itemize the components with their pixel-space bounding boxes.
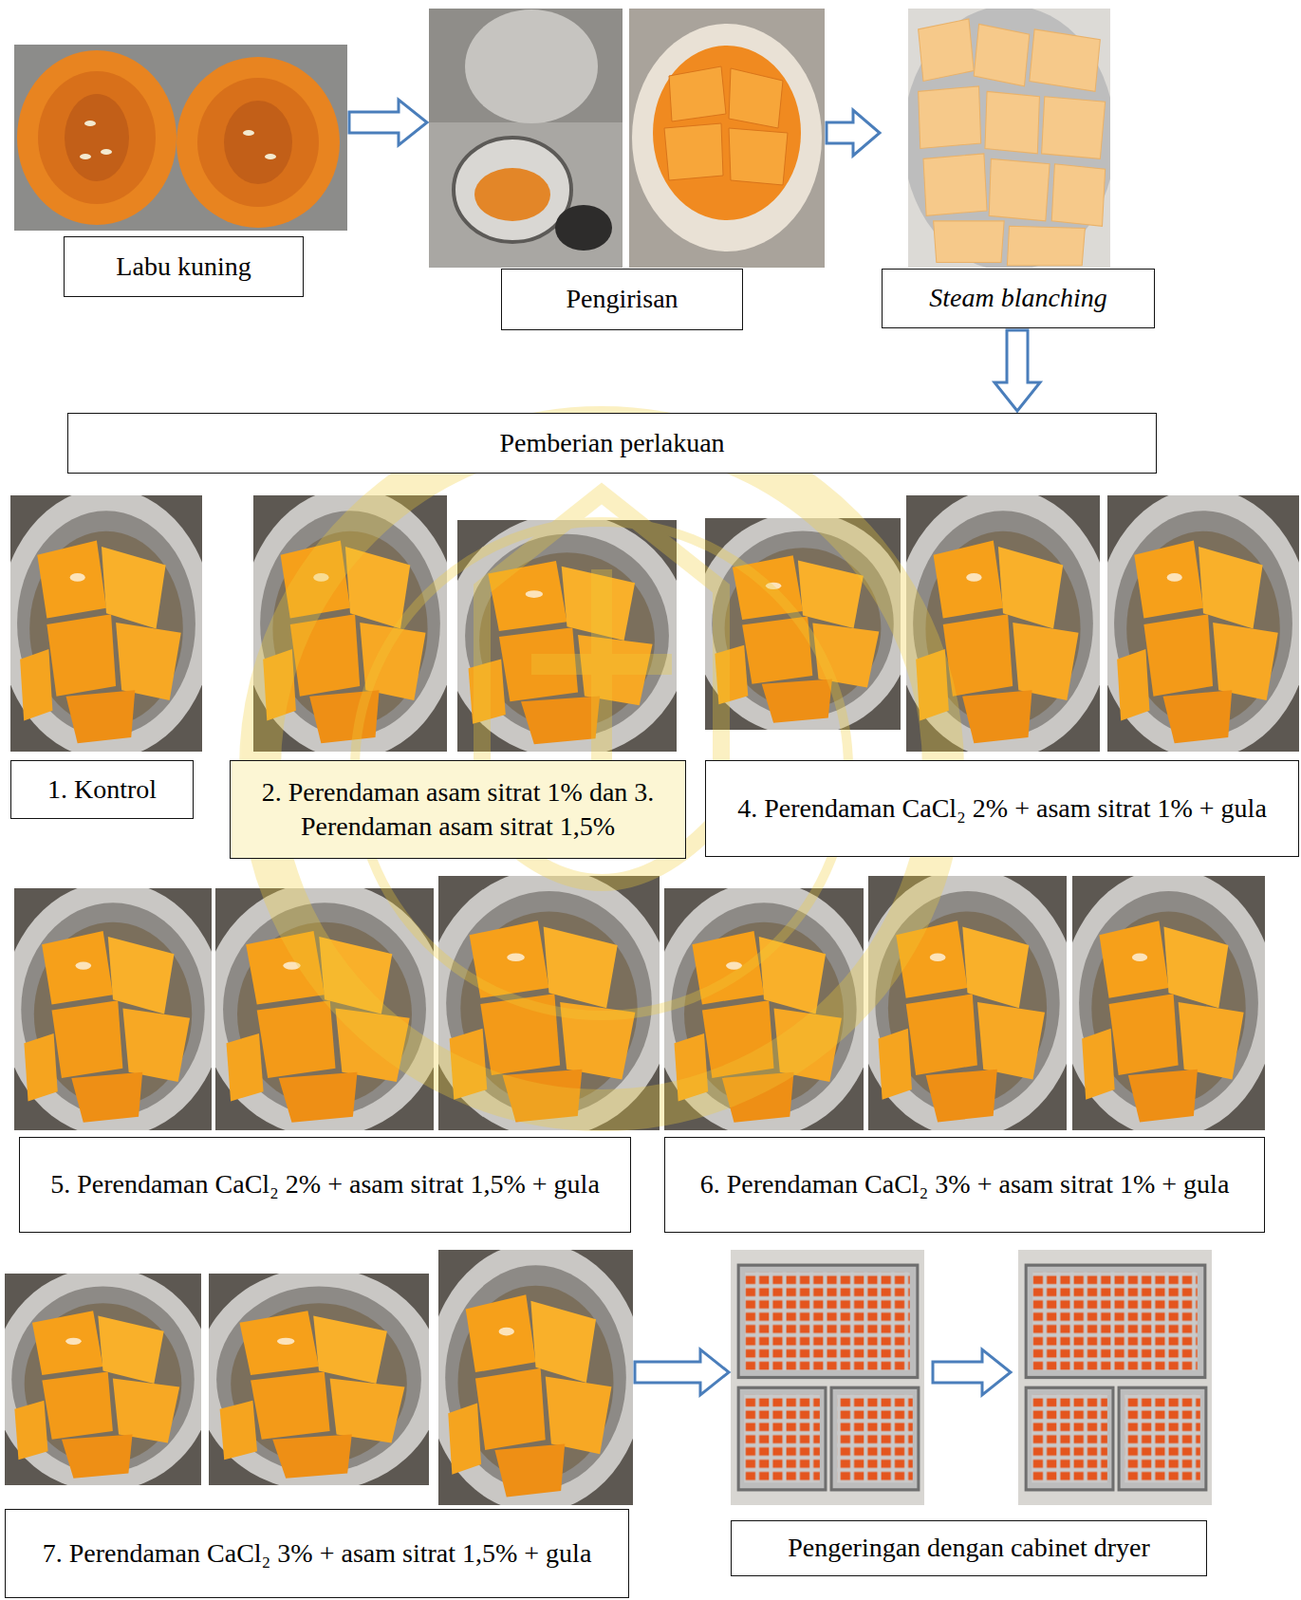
node-text: 5. Perendaman CaCl₂ 2% + asam sitrat 1,5… <box>50 1167 600 1202</box>
process-step: 7. Perendaman CaCl₂ 3% + asam sitrat 1,5… <box>4 1249 633 1599</box>
caption-box: 7. Perendaman CaCl₂ 3% + asam sitrat 1,5… <box>4 1508 630 1599</box>
node-text: Labu kuning <box>115 249 251 284</box>
caption-box: Pengirisan <box>501 268 744 331</box>
pumpkin-photo <box>14 44 348 231</box>
process-step: Pengeringan dengan cabinet dryer <box>730 1249 1212 1577</box>
process-box: 2. Perendaman asam sitrat 1% dan 3. Pere… <box>229 760 687 859</box>
block-arrow <box>994 330 1041 411</box>
node-text: 1. Kontrol <box>47 772 157 807</box>
caption-box: Steam blanching <box>881 268 1155 329</box>
block-arrow <box>349 99 428 146</box>
process-box: 5. Perendaman CaCl₂ 2% + asam sitrat 1,5… <box>18 1136 632 1233</box>
process-box: 6. Perendaman CaCl₂ 3% + asam sitrat 1% … <box>664 1136 1265 1233</box>
node-text: Pemberian perlakuan <box>499 426 725 461</box>
caption-box: Pengeringan dengan cabinet dryer <box>730 1520 1208 1577</box>
node-text: 6. Perendaman CaCl₂ 3% + asam sitrat 1% … <box>700 1167 1230 1202</box>
block-arrow <box>826 110 880 156</box>
caption-box: Labu kuning <box>63 236 304 298</box>
steam-photo <box>903 5 1116 272</box>
sliced-bowl-photo <box>629 8 825 268</box>
block-arrow <box>932 1349 1011 1395</box>
node-text: 7. Perendaman CaCl₂ 3% + asam sitrat 1,5… <box>42 1536 593 1571</box>
node-text: Steam blanching <box>929 280 1107 316</box>
node-text: Pengirisan <box>565 281 678 316</box>
process-step: Labu kuning <box>14 44 348 298</box>
node-text: 4. Perendaman CaCl₂ 2% + asam sitrat 1% … <box>737 791 1267 826</box>
process-box: 4. Perendaman CaCl₂ 2% + asam sitrat 1% … <box>705 760 1300 857</box>
block-arrow <box>634 1349 729 1395</box>
node-text: Pengeringan dengan cabinet dryer <box>787 1530 1151 1565</box>
process-step: Pengirisan <box>428 8 825 331</box>
slicer-photo <box>428 8 623 268</box>
node-text: 2. Perendaman asam sitrat 1% dan 3. Pere… <box>240 775 676 845</box>
process-box: Pemberian perlakuan <box>67 412 1157 474</box>
process-box: 1. Kontrol <box>10 760 194 819</box>
process-step: Steam blanching <box>881 8 1155 329</box>
